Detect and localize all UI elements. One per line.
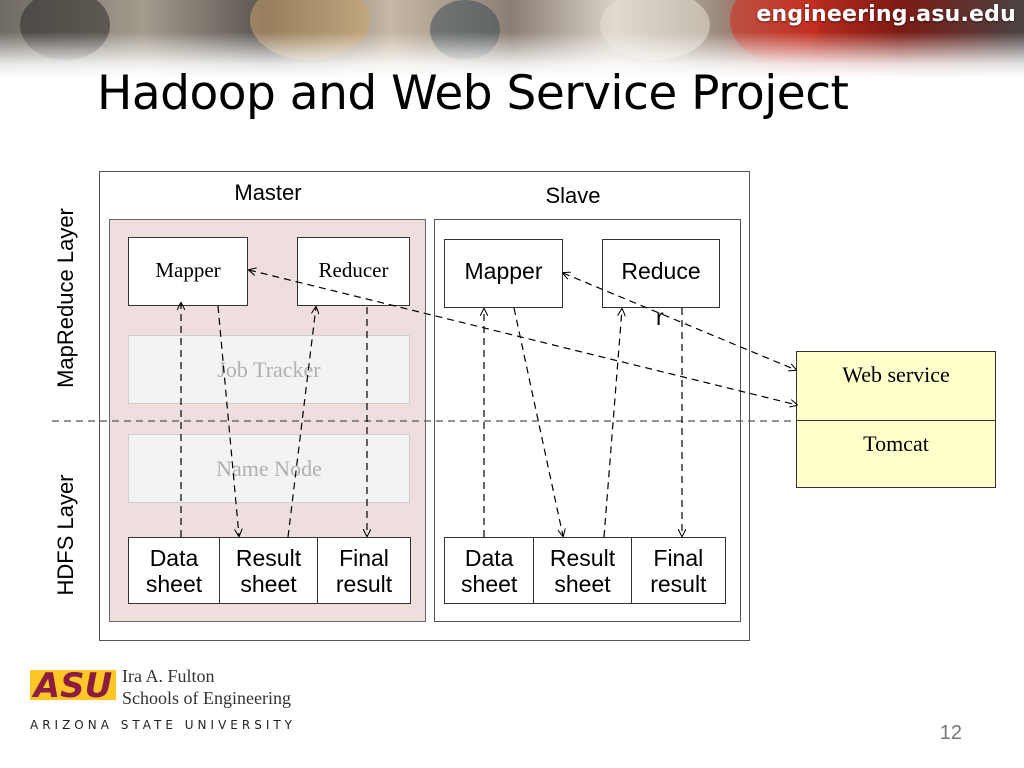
master-storage-row: Data sheet Result sheet Final result [128,537,411,604]
tomcat-cell: Tomcat [797,420,995,488]
slave-label: Slave [545,183,601,208]
arrow-slave-mapper-to-result [513,307,563,536]
slave-data-sheet: Data sheet [461,544,518,597]
asu-logo-mark-text: ASU [31,666,112,706]
slave-storage-row: Data sheet Result sheet Final result [444,537,726,604]
slave-result-sheet: Result sheet [533,538,630,603]
asu-logo: ASU Ira A. Fulton Schools of Engineering… [30,664,310,736]
site-url: engineering.asu.edu [756,2,1016,27]
master-label: Master [234,180,302,205]
logo-line-1: Ira A. Fulton [122,666,215,686]
arrow-slave-result-to-reducer [603,309,622,538]
master-mapper-label: Mapper [155,258,221,282]
page-title: Hadoop and Web Service Project [97,66,849,121]
header-banner: engineering.asu.edu [0,0,1024,78]
web-service-cell: Web service [797,352,995,420]
university-name: ARIZONA STATE UNIVERSITY [30,718,297,732]
arrow-master-mapper-to-result [217,305,239,536]
arrow-master-result-to-reducer [287,307,316,538]
page-number: 12 [939,722,962,744]
master-result-sheet: Result sheet [219,538,317,603]
logo-line-2: Schools of Engineering [122,688,291,708]
asu-logo-mark: ASU [30,666,116,706]
web-service-label: Web service [842,362,950,387]
master-final-result: Final result [317,538,410,603]
master-data-sheet: Data sheet [145,544,203,597]
master-mapper: Mapper [128,237,248,306]
slave-final-result: Final result [630,538,725,603]
arrow-webservice-slave-mapper [563,273,796,370]
web-service-box: Web service Tomcat [796,351,996,488]
arrow-webservice-master-mapper [249,270,797,405]
name-node: Name Node [128,434,410,503]
tomcat-label: Tomcat [863,431,929,456]
